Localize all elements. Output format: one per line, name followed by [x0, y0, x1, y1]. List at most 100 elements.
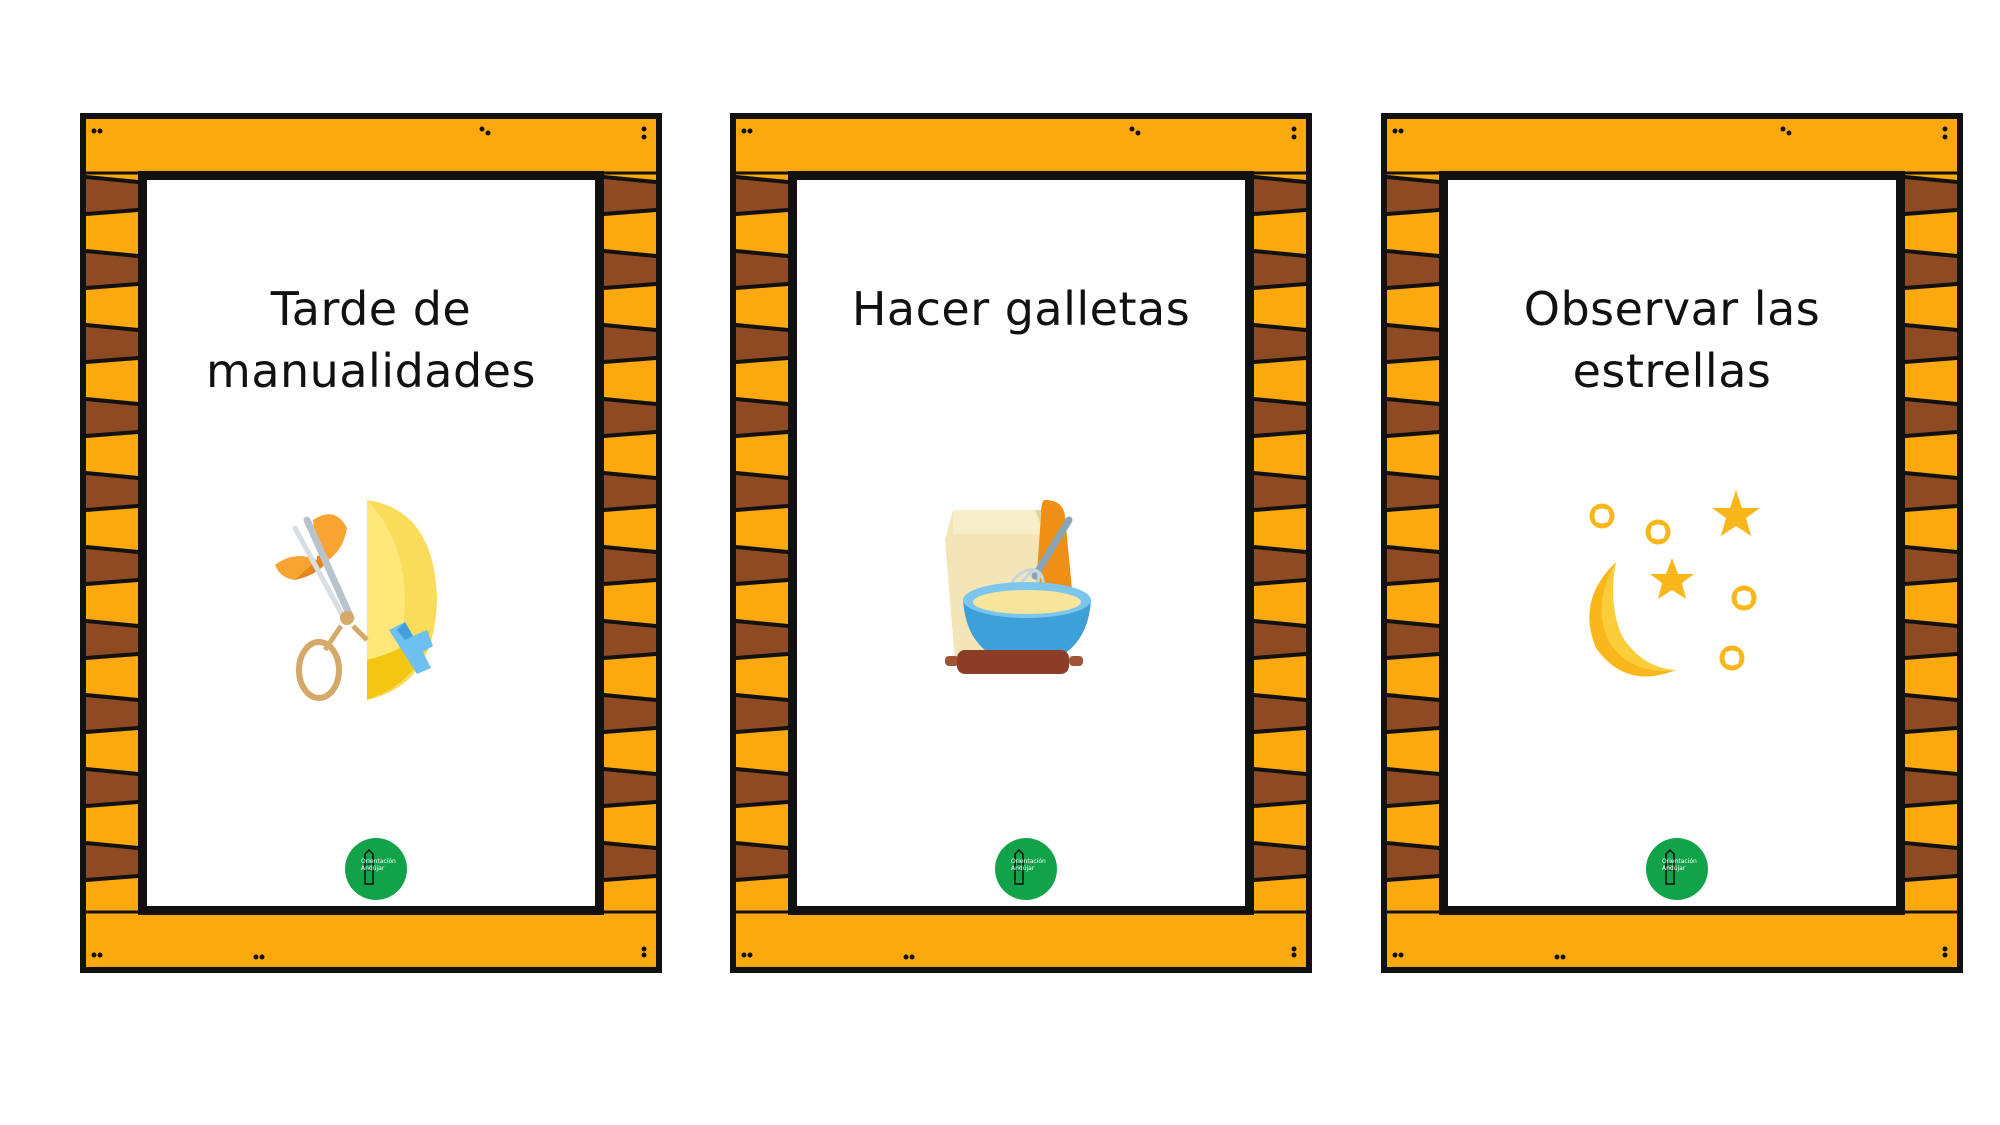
frame-plank-line: [602, 545, 656, 554]
frame-nail: [1129, 126, 1135, 132]
frame-plank-line: [1252, 249, 1306, 258]
frame-plank-line: [1387, 249, 1441, 258]
frame-nail: [485, 130, 491, 136]
frame-plank: [1387, 432, 1439, 473]
frame-plank: [86, 210, 138, 251]
frame-plank: [1254, 769, 1306, 811]
frame-nail: [479, 126, 485, 132]
frame-plank: [86, 358, 138, 399]
frame-plank: [1905, 547, 1957, 589]
frame-plank-line: [602, 471, 656, 480]
frame-bottom-board: [736, 915, 1306, 967]
card-title-line1: Observar las: [1523, 282, 1821, 336]
frame-plank-line: [86, 800, 140, 808]
frame-plank-line: [86, 767, 140, 776]
frame-plank-line: [86, 545, 140, 554]
frame-plank: [1905, 769, 1957, 811]
frame-plank: [1254, 580, 1306, 621]
frame-plank: [1905, 251, 1957, 293]
frame-plank: [86, 284, 138, 325]
frame-plank: [736, 399, 788, 441]
frame-plank-line: [602, 619, 656, 628]
frame-plank: [604, 325, 656, 367]
frame-plank-line: [1387, 545, 1441, 554]
frame-plank-line: [1252, 652, 1306, 660]
frame-plank: [1387, 506, 1439, 547]
logo-text-line1: Orientación: [361, 858, 396, 865]
frame-nail: [1291, 134, 1297, 140]
crafts-scissors-paper-icon: [255, 480, 487, 712]
frame-plank: [1254, 621, 1306, 663]
frame-bottom-board: [1387, 915, 1957, 967]
frame-plank-line: [602, 249, 656, 258]
frame-nail: [253, 954, 259, 960]
frame-plank-line: [1903, 800, 1957, 808]
frame-plank-line: [1387, 430, 1441, 438]
frame-plank: [1387, 695, 1439, 737]
frame-nail: [909, 954, 915, 960]
frame-plank-line: [602, 356, 656, 364]
frame-plank: [604, 695, 656, 737]
frame-plank: [604, 621, 656, 663]
frame-plank: [736, 177, 788, 219]
frame-bottom-board: [86, 915, 656, 967]
frame-plank-line: [736, 800, 790, 808]
frame-plank-line: [1903, 430, 1957, 438]
frame-plank: [1905, 473, 1957, 515]
frame-plank-line: [86, 578, 140, 586]
frame-nail: [1291, 952, 1297, 958]
frame-plank-line: [1252, 874, 1306, 882]
frame-plank-line: [1252, 356, 1306, 364]
frame-plank-line: [1387, 619, 1441, 628]
frame-plank-line: [736, 471, 790, 480]
frame-plank-line: [1387, 471, 1441, 480]
frame-plank-line: [1252, 175, 1306, 184]
frame-plank: [736, 695, 788, 737]
frame-plank: [1905, 506, 1957, 547]
frame-plank-line: [1387, 841, 1441, 850]
frame-plank: [1387, 358, 1439, 399]
frame-plank: [1254, 654, 1306, 695]
frame-plank: [86, 547, 138, 589]
activity-card-cookies: Hacer galletas: [730, 113, 1312, 973]
frame-nail: [747, 952, 753, 958]
frame-plank-line: [602, 874, 656, 882]
frame-nail: [1780, 126, 1786, 132]
frame-plank-line: [602, 175, 656, 184]
frame-plank-line: [1252, 323, 1306, 332]
frame-plank: [1905, 210, 1957, 251]
frame-plank: [86, 506, 138, 547]
frame-plank: [86, 399, 138, 441]
card-title-line2: estrellas: [1572, 344, 1772, 398]
frame-plank-line: [1903, 578, 1957, 586]
frame-plank-line: [736, 767, 790, 776]
activity-card-crafts: Tarde de manualidades: [80, 113, 662, 973]
frame-plank: [736, 547, 788, 589]
frame-plank-line: [1903, 841, 1957, 850]
card-title-line1: Tarde de: [270, 282, 472, 336]
frame-plank: [1905, 432, 1957, 473]
frame-plank: [736, 728, 788, 769]
frame-plank: [86, 843, 138, 885]
frame-plank-line: [736, 282, 790, 290]
activity-card-stars: Observar las estrellas: [1381, 113, 1963, 973]
frame-nail: [641, 946, 647, 952]
frame-plank: [736, 210, 788, 251]
frame-plank: [1387, 769, 1439, 811]
orientacion-andujar-logo: Orientación Andújar: [345, 838, 407, 900]
frame-plank: [86, 654, 138, 695]
frame-plank: [1387, 876, 1439, 917]
frame-plank-line: [1252, 578, 1306, 586]
frame-plank-line: [1252, 504, 1306, 512]
frame-plank: [1254, 210, 1306, 251]
frame-plank: [604, 251, 656, 293]
frame-plank: [86, 325, 138, 367]
frame-plank: [1254, 177, 1306, 219]
card-title: Observar las estrellas: [1458, 278, 1886, 402]
frame-plank-line: [602, 767, 656, 776]
frame-plank: [1387, 473, 1439, 515]
frame-nail: [741, 128, 747, 134]
frame-plank: [736, 843, 788, 885]
frame-plank-line: [1903, 282, 1957, 290]
frame-plank: [604, 177, 656, 219]
